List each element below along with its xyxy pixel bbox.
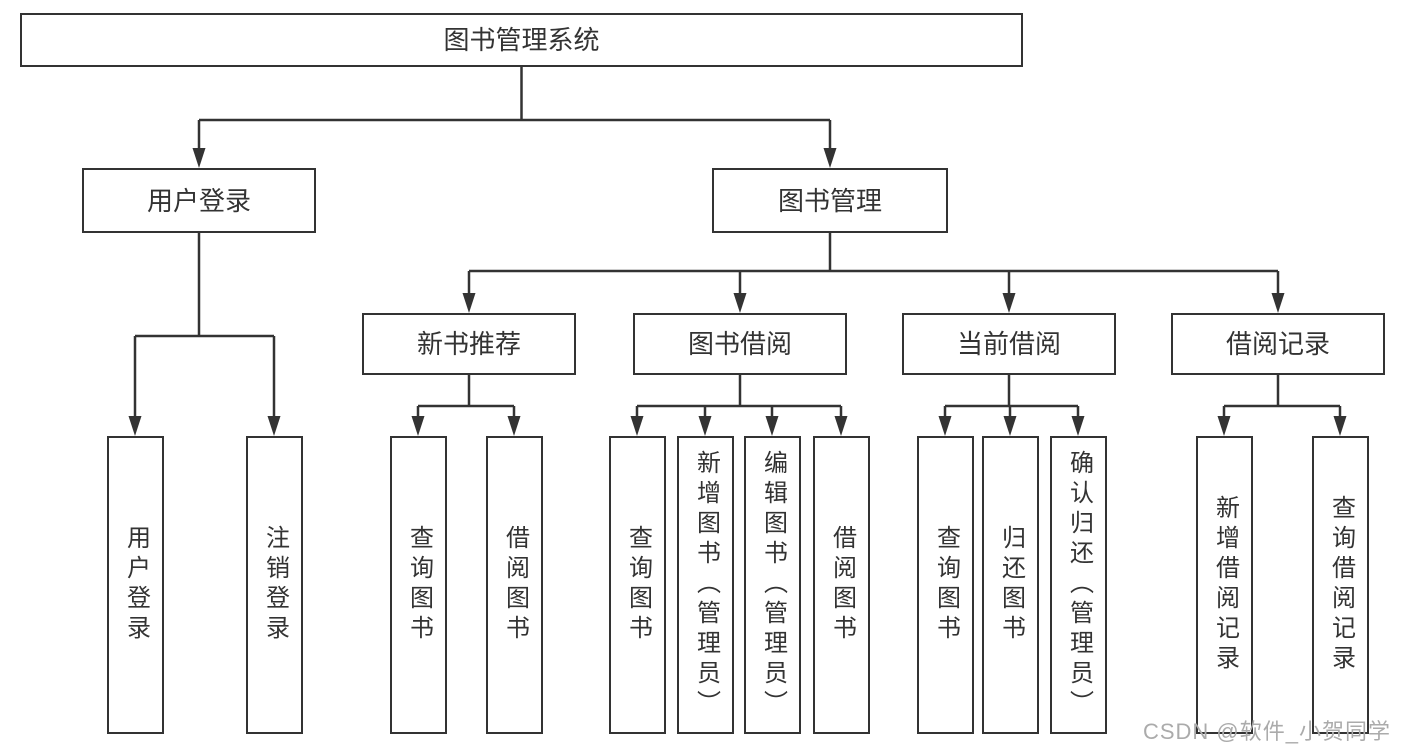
leaf-logout: 注销登录 bbox=[246, 436, 303, 734]
connector-current-borrow-children bbox=[938, 375, 1085, 436]
node-label: 新增借阅记录 bbox=[1211, 495, 1239, 675]
leaf-query-books-borrow: 查询图书 bbox=[609, 436, 666, 734]
connector-book-management-children bbox=[462, 233, 1285, 313]
node-label: 编辑图书（管理员） bbox=[759, 450, 787, 720]
node-current-borrow: 当前借阅 bbox=[902, 313, 1116, 375]
leaf-return-books: 归还图书 bbox=[982, 436, 1039, 734]
node-label: 借阅记录 bbox=[1225, 329, 1330, 359]
node-label: 图书借阅 bbox=[687, 329, 792, 359]
node-label: 用户登录 bbox=[146, 185, 251, 216]
leaf-borrow-books: 借阅图书 bbox=[813, 436, 870, 734]
node-label: 查询图书 bbox=[932, 525, 960, 645]
node-book-borrow: 图书借阅 bbox=[633, 313, 847, 375]
node-label: 归还图书 bbox=[997, 525, 1025, 645]
node-borrow-records: 借阅记录 bbox=[1171, 313, 1385, 375]
node-library-management-system: 图书管理系统 bbox=[20, 13, 1023, 67]
csdn-watermark: CSDN @软件_小贺同学 bbox=[1142, 719, 1391, 744]
connector-root-to-level2 bbox=[192, 67, 837, 168]
node-label: 查询图书 bbox=[624, 525, 652, 645]
node-label: 新书推荐 bbox=[416, 329, 521, 359]
node-label: 借阅图书 bbox=[828, 525, 856, 645]
leaf-user-login: 用户登录 bbox=[107, 436, 164, 734]
node-label: 图书管理 bbox=[777, 185, 882, 216]
leaf-add-borrow-record: 新增借阅记录 bbox=[1196, 436, 1253, 734]
node-user-login: 用户登录 bbox=[82, 168, 316, 233]
connector-borrow-records-children bbox=[1217, 375, 1347, 436]
node-label: 图书管理系统 bbox=[443, 25, 600, 55]
node-label: 查询图书 bbox=[405, 525, 433, 645]
leaf-confirm-return-admin: 确认归还（管理员） bbox=[1050, 436, 1107, 734]
leaf-query-books-current: 查询图书 bbox=[917, 436, 974, 734]
leaf-borrow-books-recommend: 借阅图书 bbox=[486, 436, 543, 734]
node-label: 确认归还（管理员） bbox=[1065, 450, 1093, 720]
leaf-add-books-admin: 新增图书（管理员） bbox=[677, 436, 734, 734]
node-book-management: 图书管理 bbox=[712, 168, 948, 233]
connector-book-borrow-children bbox=[630, 375, 848, 436]
node-label: 注销登录 bbox=[261, 525, 289, 645]
node-label: 新增图书（管理员） bbox=[692, 450, 720, 720]
node-label: 借阅图书 bbox=[501, 525, 529, 645]
leaf-query-borrow-record: 查询借阅记录 bbox=[1312, 436, 1369, 734]
leaf-query-books-recommend: 查询图书 bbox=[390, 436, 447, 734]
connector-new-book-recommend-children bbox=[411, 375, 521, 436]
node-new-book-recommend: 新书推荐 bbox=[362, 313, 576, 375]
node-label: 当前借阅 bbox=[956, 329, 1061, 359]
leaf-edit-books-admin: 编辑图书（管理员） bbox=[744, 436, 801, 734]
node-label: 用户登录 bbox=[122, 525, 150, 645]
connector-user-login-children bbox=[128, 233, 281, 436]
node-label: 查询借阅记录 bbox=[1327, 495, 1355, 675]
